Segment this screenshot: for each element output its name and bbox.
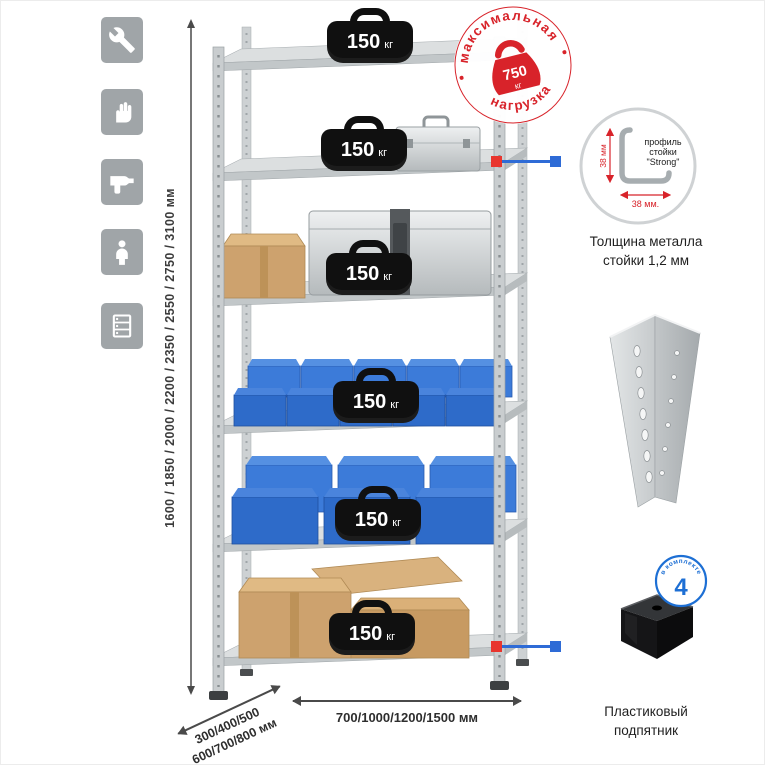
load-unit: кг — [390, 398, 400, 411]
marker-blue-top — [550, 156, 561, 167]
back-posts — [240, 16, 529, 676]
profile-label-3: "Strong" — [647, 157, 680, 167]
plastic-foot-illustration — [620, 594, 694, 659]
feature-tile-gloves — [101, 89, 143, 135]
kit-badge-value: 4 — [674, 574, 688, 601]
connector-line-bottom — [502, 645, 550, 648]
marker-red-top — [491, 156, 502, 167]
load-unit: кг — [384, 38, 394, 51]
load-value: 150 — [345, 263, 380, 285]
profile-dim-horizontal: 38 мм. — [632, 199, 659, 209]
aluminum-case-small — [395, 115, 481, 172]
load-unit: кг — [378, 146, 388, 159]
feature-tile-rack — [101, 303, 143, 349]
max-load-stamp: максимальная нагрузка 750 кг — [451, 3, 572, 124]
width-dimension-label: 700/1000/1200/1500 мм — [335, 710, 479, 725]
stamp-weight-unit: кг — [514, 80, 523, 91]
load-value: 150 — [346, 31, 381, 53]
load-value: 150 — [348, 623, 383, 645]
connector-line-top — [502, 160, 550, 163]
marker-blue-bottom — [550, 641, 561, 652]
front-posts — [209, 36, 509, 700]
feature-tile-drill — [101, 159, 143, 205]
person-icon — [116, 240, 128, 265]
upright-post-illustration — [609, 313, 701, 508]
load-value: 150 — [354, 509, 389, 531]
load-unit: кг — [383, 270, 393, 283]
load-value: 150 — [340, 139, 375, 161]
height-dimension-line — [187, 19, 195, 695]
stamp-weight-icon: 750 кг — [492, 40, 541, 96]
metal-thickness-caption: Толщина металла стойки 1,2 мм — [589, 234, 703, 268]
load-unit: кг — [386, 630, 396, 643]
post-profile-detail: 38 мм 38 мм. профиль стойки "Strong" — [579, 107, 697, 225]
width-dimension-line — [292, 696, 522, 706]
load-value: 150 — [352, 391, 387, 413]
profile-label-2: стойки — [649, 147, 677, 157]
plastic-foot-caption: Пластиковый подпятник — [604, 704, 688, 738]
feature-tile-assembly — [101, 17, 143, 63]
profile-dim-vertical: 38 мм — [598, 144, 608, 168]
rack-post-icon — [112, 314, 132, 338]
work-glove-icon — [116, 102, 132, 123]
kit-quantity-badge: в комплекте 4 — [654, 554, 708, 608]
cardboard-box — [222, 233, 306, 299]
profile-label-1: профиль — [644, 137, 682, 147]
height-dimension-label: 1600 / 1850 / 2000 / 2200 / 2350 / 2550 … — [163, 188, 177, 528]
stamp-weight-value: 750 — [501, 63, 528, 84]
load-unit: кг — [392, 516, 402, 529]
marker-red-bottom — [491, 641, 502, 652]
drill-icon — [110, 176, 134, 194]
feature-tile-person — [101, 229, 143, 275]
wrench-icon — [109, 27, 135, 53]
